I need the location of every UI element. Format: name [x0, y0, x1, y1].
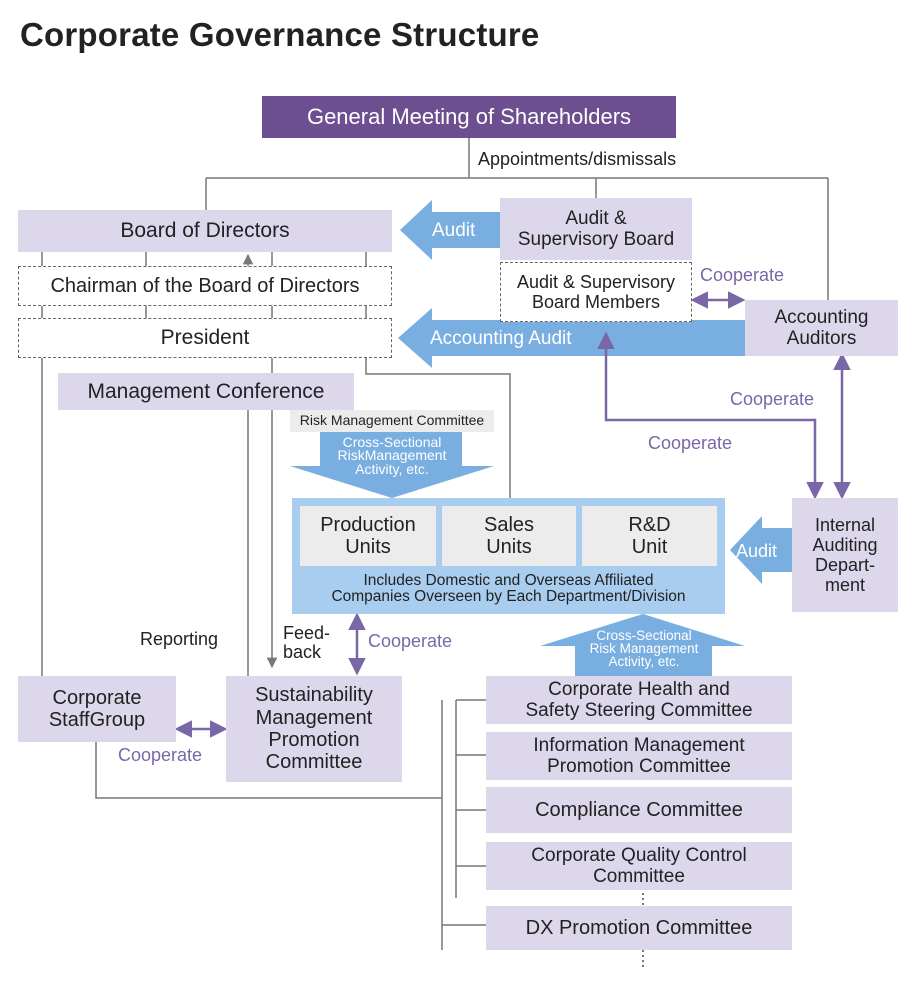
info-management-committee-box: Information Management Promotion Committ…	[486, 732, 792, 780]
president-box: President	[18, 318, 392, 358]
cooperate-label-accounting: Cooperate	[648, 433, 733, 453]
business-units-panel: Production Units Sales Units R&D Unit In…	[292, 498, 725, 614]
dx-label: DX Promotion Committee	[525, 916, 753, 939]
rnd-line-2: Unit	[631, 536, 668, 558]
quality-control-committee-box: Corporate Quality Control Committee	[486, 842, 792, 890]
quality-line-1: Corporate Quality Control	[531, 844, 747, 866]
staff-line-2: StaffGroup	[48, 709, 146, 731]
audit-members-line-2: Board Members	[531, 292, 661, 312]
cross-bottom-line-2: Risk Management	[589, 640, 699, 656]
page-title: Corporate Governance Structure	[20, 16, 540, 53]
audit-arrow-label: Audit	[432, 220, 476, 241]
cross-top-line-1: Cross-Sectional	[342, 434, 442, 450]
info-line-1: Information Management	[533, 734, 745, 756]
sustain-line-4: Committee	[265, 751, 363, 774]
sustain-line-2: Management	[255, 706, 373, 729]
dx-promotion-committee-box: DX Promotion Committee	[486, 906, 792, 950]
corporate-staff-group-box: Corporate StaffGroup	[18, 676, 176, 742]
shareholders-label: General Meeting of Shareholders	[306, 103, 632, 129]
management-conference-box: Management Conference	[58, 373, 354, 410]
cooperate-label-staff: Cooperate	[118, 745, 203, 765]
sustain-line-3: Promotion	[268, 729, 360, 751]
board-label: Board of Directors	[120, 219, 290, 243]
risk-committee-label: Risk Management Committee	[299, 412, 485, 429]
accounting-auditors-line-1: Accounting	[774, 306, 869, 328]
info-line-2: Promotion Committee	[547, 756, 731, 777]
appointments-label: Appointments/dismissals	[478, 149, 677, 169]
audit-members-line-1: Audit & Supervisory	[516, 271, 676, 292]
chairman-label: Chairman of the Board of Directors	[50, 274, 360, 297]
cross-bottom-line-1: Cross-Sectional	[596, 628, 692, 643]
reporting-label: Reporting	[140, 629, 219, 649]
sales-units-box: Sales Units	[442, 506, 576, 566]
internal-auditing-department-box: Internal Auditing Depart- ment	[792, 498, 898, 612]
audit-units-arrow-label: Audit	[736, 541, 778, 561]
audit-board-members-box: Audit & Supervisory Board Members	[500, 262, 692, 322]
audit-supervisory-board-box: Audit & Supervisory Board	[500, 198, 692, 260]
includes-note: Includes Domestic and Overseas Affiliate…	[292, 568, 725, 610]
cooperate-label-members: Cooperate	[700, 265, 785, 285]
risk-management-committee-box: Risk Management Committee	[290, 410, 494, 432]
cross-bottom-line-3: Activity, etc.	[608, 653, 680, 669]
internal-line-3: Depart-	[814, 555, 876, 575]
cross-sectional-bottom-label: Cross-Sectional Risk Management Activity…	[575, 628, 713, 669]
cooperate-label-units: Cooperate	[368, 631, 453, 651]
management-conference-label: Management Conference	[87, 379, 325, 403]
production-line-1: Production	[320, 513, 416, 536]
board-of-directors-box: Board of Directors	[18, 210, 392, 252]
internal-line-2: Auditing	[812, 534, 878, 555]
compliance-committee-box: Compliance Committee	[486, 787, 792, 833]
compliance-label: Compliance Committee	[535, 798, 743, 821]
feedback-line-1: Feed-	[283, 623, 331, 643]
staff-line-1: Corporate	[52, 686, 142, 709]
president-label: President	[160, 326, 250, 350]
audit-board-line-2: Supervisory Board	[517, 229, 675, 250]
internal-line-1: Internal	[814, 514, 876, 535]
internal-line-4: ment	[824, 575, 866, 596]
rnd-line-1: R&D	[628, 513, 671, 536]
audit-board-line-1: Audit &	[565, 207, 627, 229]
quality-line-2: Committee	[593, 866, 685, 887]
health-line-1: Corporate Health and	[548, 678, 730, 700]
feedback-label: Feed- back	[283, 624, 330, 662]
accounting-auditors-box: Accounting Auditors	[745, 300, 898, 356]
accounting-audit-arrow-label: Accounting Audit	[430, 328, 572, 349]
cross-sectional-top-label: Cross-Sectional RiskManagement Activity,…	[320, 434, 464, 477]
rnd-unit-box: R&D Unit	[582, 506, 717, 566]
cross-top-line-2: RiskManagement	[337, 447, 447, 464]
sales-line-2: Units	[486, 536, 532, 558]
cross-top-line-3: Activity, etc.	[355, 460, 429, 477]
shareholders-meeting-box: General Meeting of Shareholders	[262, 96, 676, 138]
production-line-2: Units	[345, 536, 391, 558]
sales-line-1: Sales	[483, 513, 535, 536]
includes-note-line-1: Includes Domestic and Overseas Affiliate…	[363, 571, 654, 589]
feedback-line-2: back	[283, 641, 322, 662]
cooperate-label-auditors: Cooperate	[730, 389, 815, 409]
accounting-auditors-line-2: Auditors	[786, 328, 857, 349]
sustainability-committee-box: Sustainability Management Promotion Comm…	[226, 676, 402, 782]
sustain-line-1: Sustainability	[255, 684, 373, 707]
includes-note-line-2: Companies Overseen by Each Department/Di…	[331, 588, 686, 605]
production-units-box: Production Units	[300, 506, 436, 566]
health-safety-committee-box: Corporate Health and Safety Steering Com…	[486, 676, 792, 724]
chairman-box: Chairman of the Board of Directors	[18, 266, 392, 306]
health-line-2: Safety Steering Committee	[525, 700, 753, 721]
